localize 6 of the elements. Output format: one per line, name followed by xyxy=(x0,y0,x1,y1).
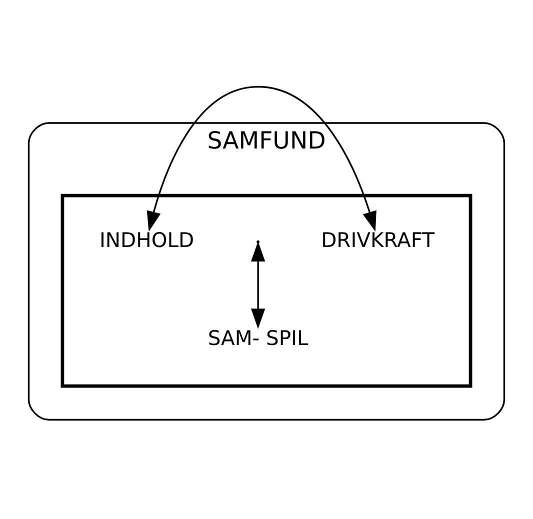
cluster xyxy=(60,193,472,388)
node-text: DRIVKRAFT xyxy=(321,228,434,252)
arrow xyxy=(250,240,266,328)
arrow xyxy=(146,85,376,232)
node-text: INDHOLD xyxy=(99,228,194,252)
node-text: SAM- SPIL xyxy=(208,325,308,350)
